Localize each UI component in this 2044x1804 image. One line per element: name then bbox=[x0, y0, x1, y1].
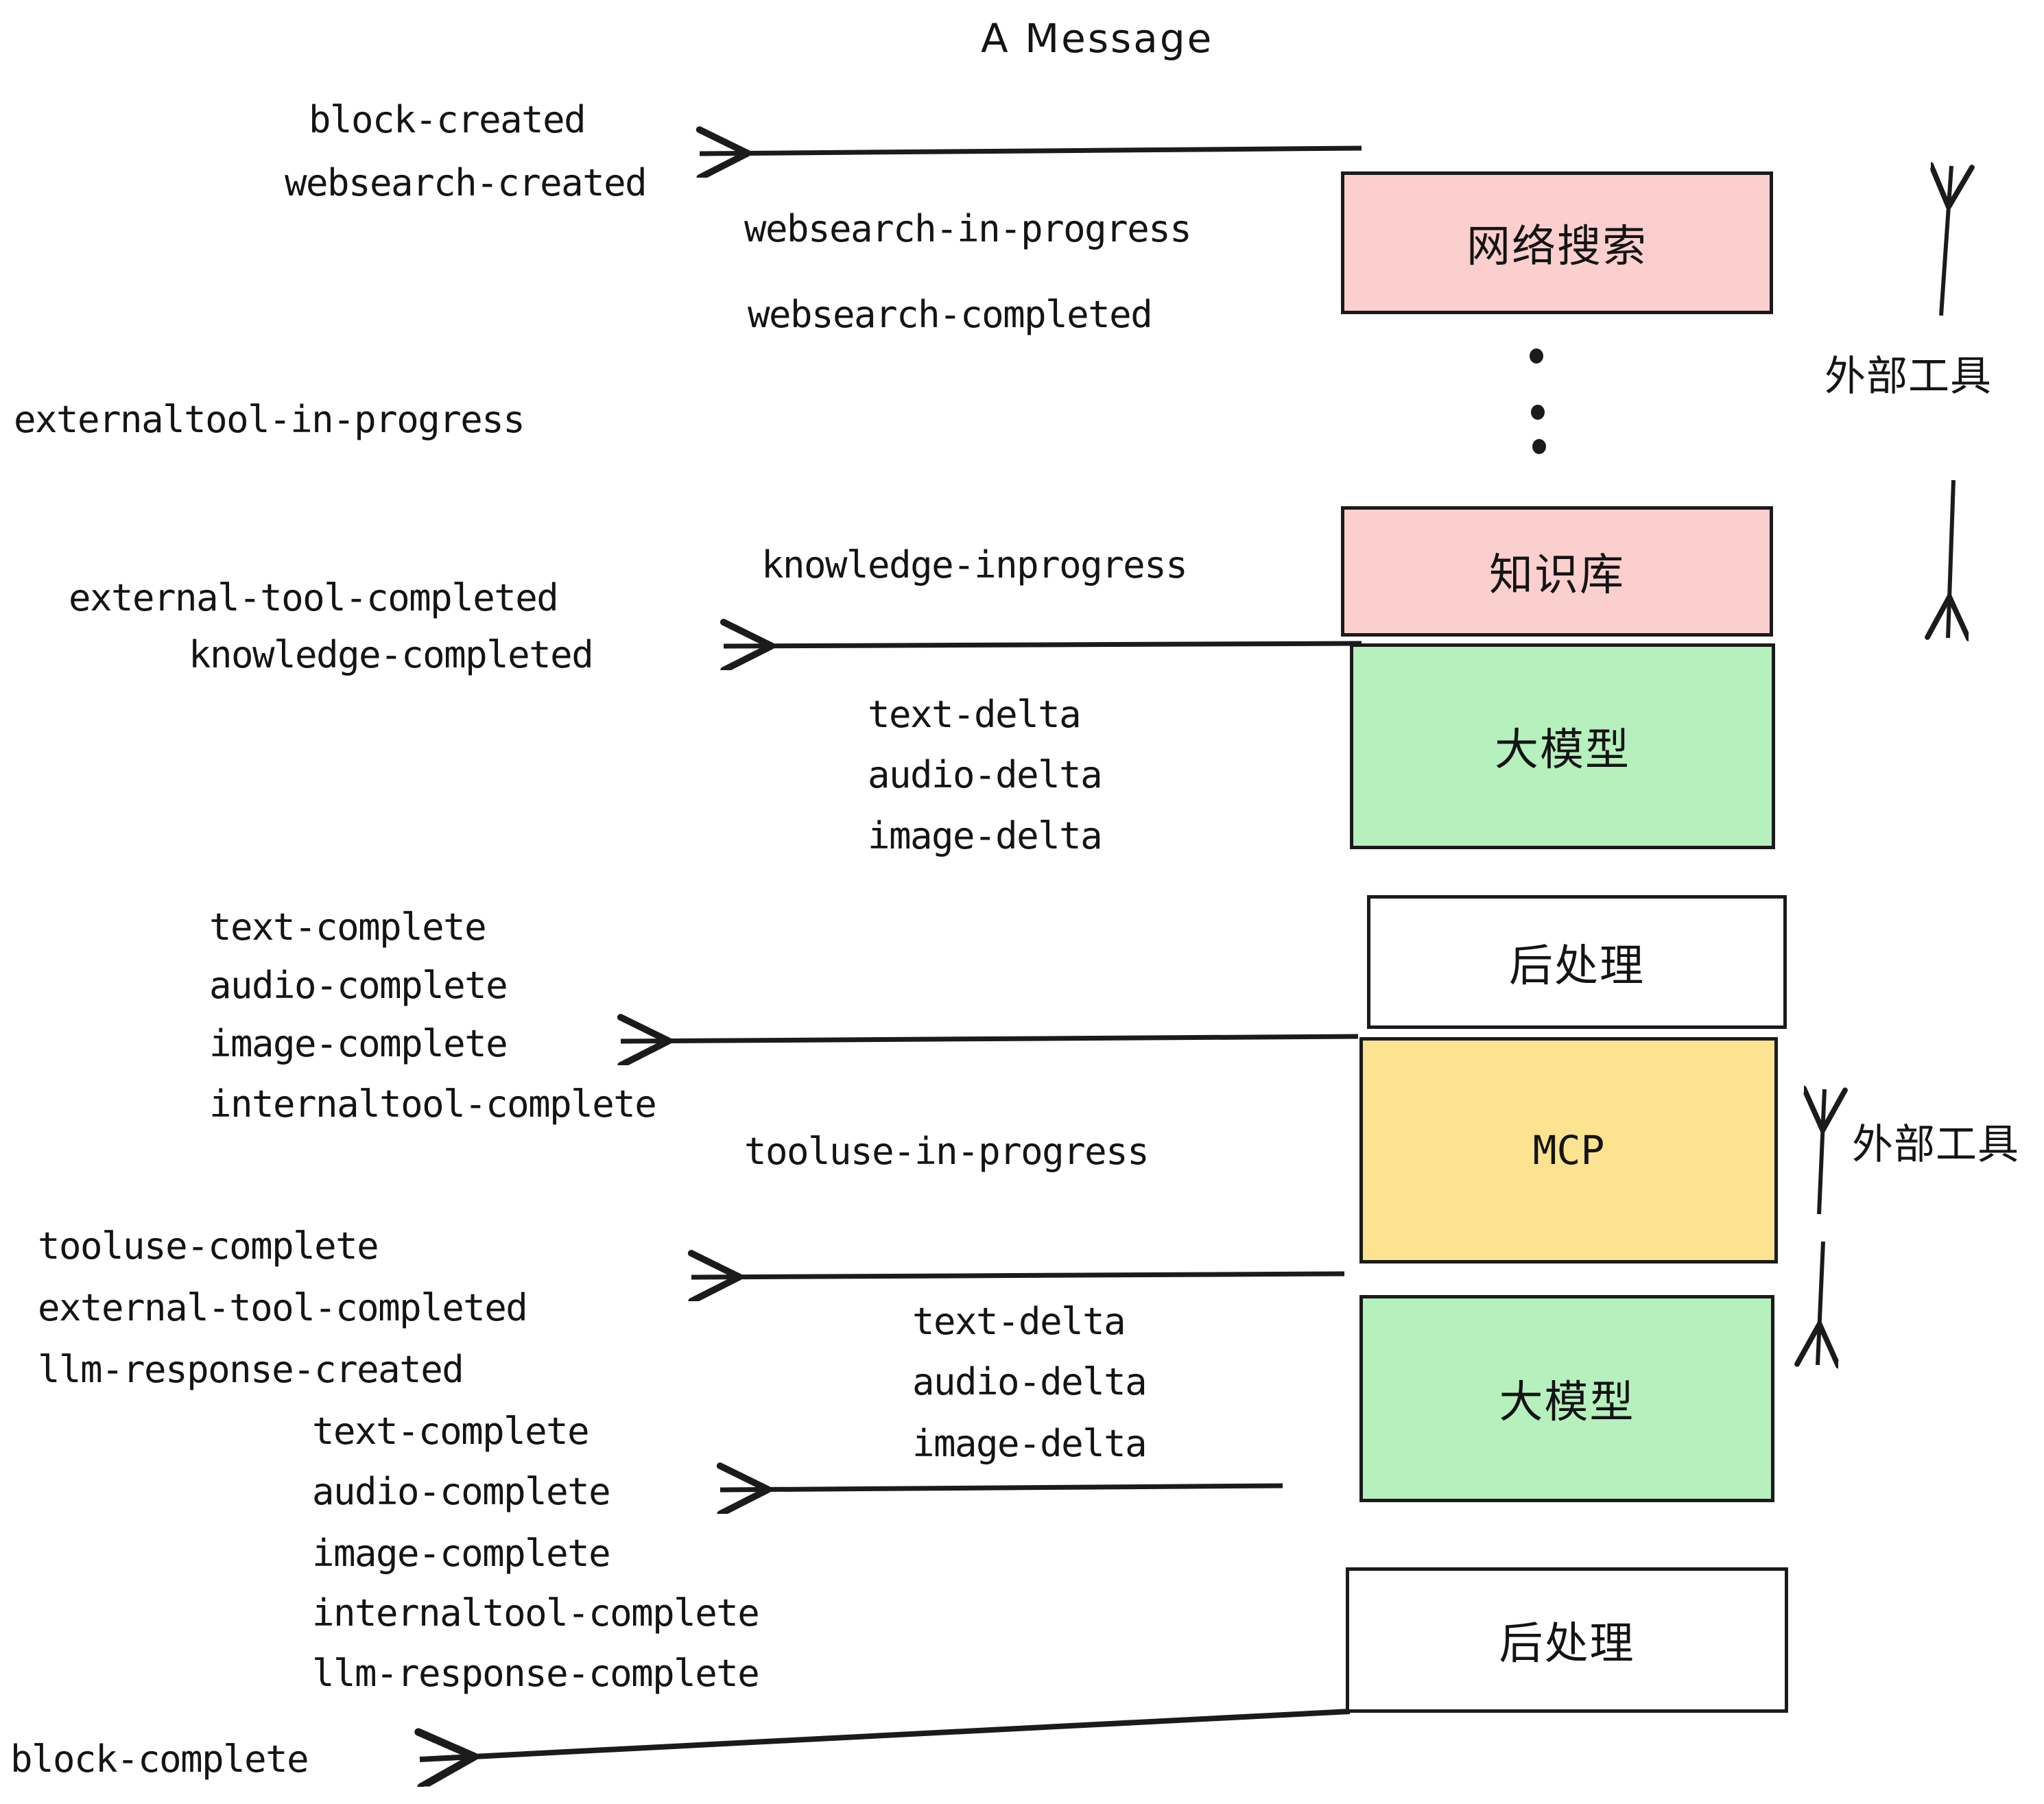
arrow-websearch-to-block-created bbox=[700, 148, 1362, 154]
event-text-complete-2: text-complete bbox=[312, 1410, 590, 1453]
node-llm-1[interactable]: 大模型 bbox=[1350, 643, 1775, 849]
node-postprocess-1[interactable]: 后处理 bbox=[1367, 895, 1787, 1029]
event-internaltool-complete-2: internaltool-complete bbox=[312, 1591, 760, 1635]
arrow-mcp-to-tooluse-complete bbox=[691, 1274, 1345, 1277]
arrow-llm2-to-audio-complete bbox=[720, 1486, 1283, 1490]
arrow-knowledge-to-completed bbox=[724, 643, 1362, 646]
event-knowledge-inprogress: knowledge-inprogress bbox=[761, 543, 1188, 586]
event-text-complete-1: text-complete bbox=[209, 905, 487, 949]
event-block-complete: block-complete bbox=[10, 1737, 309, 1781]
event-knowledge-completed: knowledge-completed bbox=[189, 633, 594, 676]
event-audio-complete-1: audio-complete bbox=[209, 964, 508, 1007]
event-audio-complete-2: audio-complete bbox=[312, 1470, 611, 1513]
event-llm-response-created: llm-response-created bbox=[38, 1348, 464, 1391]
node-postprocess-2[interactable]: 后处理 bbox=[1346, 1567, 1788, 1713]
side-label-external-tools-top: 外部工具 bbox=[1825, 353, 1992, 401]
event-internaltool-complete-1: internaltool-complete bbox=[209, 1082, 657, 1126]
event-external-tool-completed-1: external-tool-completed bbox=[69, 576, 559, 619]
ellipsis-dot-2 bbox=[1531, 405, 1545, 420]
event-audio-delta-1: audio-delta bbox=[868, 753, 1103, 796]
page-title: A Message bbox=[981, 15, 1214, 62]
node-websearch-label: 网络搜索 bbox=[1466, 222, 1648, 272]
event-externaltool-in-progress: externaltool-in-progress bbox=[14, 398, 525, 441]
node-postprocess-2-label: 后处理 bbox=[1499, 1619, 1635, 1670]
node-mcp[interactable]: MCP bbox=[1359, 1037, 1778, 1263]
arrow-external-tools-bottom-down bbox=[1818, 1241, 1823, 1365]
arrow-external-tools-top-down bbox=[1948, 479, 1953, 638]
event-image-delta-2: image-delta bbox=[912, 1422, 1148, 1465]
event-tooluse-in-progress: tooluse-in-progress bbox=[744, 1130, 1150, 1173]
event-external-tool-completed-2: external-tool-completed bbox=[38, 1286, 528, 1329]
node-knowledge[interactable]: 知识库 bbox=[1341, 506, 1773, 637]
node-llm-1-label: 大模型 bbox=[1495, 725, 1630, 776]
event-image-delta-1: image-delta bbox=[868, 814, 1103, 857]
event-audio-delta-2: audio-delta bbox=[912, 1360, 1148, 1403]
node-mcp-label: MCP bbox=[1532, 1127, 1605, 1174]
node-llm-2-label: 大模型 bbox=[1499, 1377, 1635, 1428]
side-label-external-tools-bottom: 外部工具 bbox=[1852, 1121, 2019, 1169]
arrow-postprocess2-to-block-complete bbox=[420, 1709, 1351, 1759]
event-websearch-in-progress: websearch-in-progress bbox=[744, 207, 1192, 250]
event-text-delta-1: text-delta bbox=[868, 693, 1082, 736]
arrow-external-tools-bottom-up bbox=[1819, 1089, 1825, 1215]
ellipsis-dot-3 bbox=[1532, 439, 1546, 454]
event-llm-response-complete: llm-response-complete bbox=[312, 1652, 760, 1695]
node-postprocess-1-label: 后处理 bbox=[1509, 940, 1645, 992]
event-websearch-completed: websearch-completed bbox=[748, 293, 1153, 336]
node-llm-2[interactable]: 大模型 bbox=[1359, 1295, 1774, 1502]
arrow-external-tools-top-up bbox=[1941, 166, 1951, 316]
event-image-complete-1: image-complete bbox=[209, 1022, 508, 1065]
node-websearch[interactable]: 网络搜索 bbox=[1341, 171, 1773, 314]
event-image-complete-2: image-complete bbox=[312, 1532, 611, 1575]
ellipsis-dot-1 bbox=[1530, 348, 1543, 364]
node-knowledge-label: 知识库 bbox=[1489, 550, 1625, 601]
event-websearch-created: websearch-created bbox=[285, 161, 647, 204]
event-block-created: block-created bbox=[309, 98, 586, 141]
event-text-delta-2: text-delta bbox=[912, 1300, 1126, 1343]
event-tooluse-complete: tooluse-complete bbox=[38, 1224, 379, 1268]
arrow-postprocess1-to-image-complete bbox=[621, 1036, 1359, 1041]
